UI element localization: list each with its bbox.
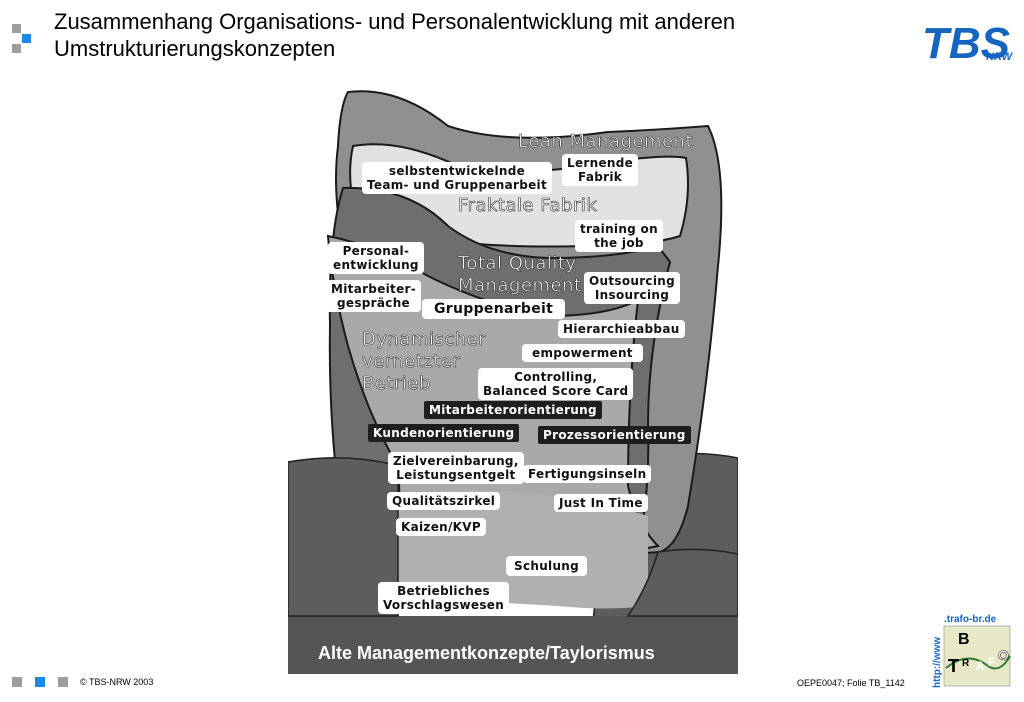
zone-dyn-line3: Betrieb <box>362 373 431 394</box>
nrw-logo-text: NRW <box>986 51 1014 63</box>
slide-title-line2: Umstrukturierungskonzepten <box>54 36 336 61</box>
label-controlling-bsc: Controlling, Balanced Score Card <box>478 368 634 400</box>
footer-slide-ref: OEPE0047; Folie TB_1142 <box>797 678 905 688</box>
label-ziel-line2: Leistungsentgelt <box>396 468 516 482</box>
footer-square-1 <box>12 677 22 687</box>
label-selbst-line2: Team- und Gruppenarbeit <box>367 178 548 192</box>
trafo-url-vertical: http://www <box>932 637 943 688</box>
trafo-br-logo: http://www .trafo-br.de B T R A F O <box>928 610 1018 690</box>
trafo-letter-t: T <box>948 656 959 676</box>
tbs-nrw-logo: TBS NRW <box>920 16 1016 68</box>
slide-title: Zusammenhang Organisations- und Personal… <box>54 8 854 62</box>
label-training-on-the-job: training on the job <box>575 220 663 252</box>
label-mitarb-line2: gespräche <box>337 296 410 310</box>
footer-copyright: © TBS-NRW 2003 <box>80 677 154 687</box>
label-qualitaetszirkel: Qualitätszirkel <box>387 492 501 510</box>
zone-tqm-line2: Management <box>458 275 582 296</box>
label-outsourcing-insourcing: Outsourcing Insourcing <box>584 272 680 304</box>
trafo-letter-b: B <box>958 631 970 648</box>
label-personalentwicklung: Personal- entwicklung <box>328 242 424 274</box>
label-lernende-line2: Fabrik <box>578 170 623 184</box>
trafo-letter-r: R <box>962 658 970 669</box>
zone-tqm-line1: Total Quality <box>458 253 577 274</box>
label-selbst-line1: selbstentwickelnde <box>388 164 526 178</box>
label-kundenorientierung: Kundenorientierung <box>368 424 520 442</box>
label-mitarbeiterorientierung: Mitarbeiterorientierung <box>424 401 602 419</box>
label-ziel-line1: Zielvereinbarung, <box>393 454 519 468</box>
label-betrieb-line2: Vorschlagswesen <box>383 598 505 612</box>
label-betrieb-line1: Betriebliches <box>397 584 490 598</box>
label-personal-line1: Personal- <box>342 244 410 258</box>
title-bullet-icon <box>12 24 36 54</box>
label-training-line1: training on <box>580 222 658 236</box>
label-hierarchieabbau: Hierarchieabbau <box>558 320 685 338</box>
trafo-letter-f: F <box>988 655 995 669</box>
base-bar-shape <box>288 616 738 674</box>
zone-dyn-line2: vernetzter <box>362 351 461 372</box>
label-zielvereinbarung: Zielvereinbarung, Leistungsentgelt <box>388 452 524 484</box>
tbs-logo-text: TBS <box>922 19 1010 66</box>
label-lernende-fabrik: Lernende Fabrik <box>562 154 639 186</box>
zone-dyn-line1: Dynamischer <box>362 329 487 350</box>
label-personal-line2: entwicklung <box>333 258 419 272</box>
label-controlling-line1: Controlling, <box>514 370 598 384</box>
trafo-letter-a: A <box>976 659 985 673</box>
zone-alte-managementkonzepte: Alte Managementkonzepte/Taylorismus <box>318 643 655 663</box>
label-gruppenarbeit: Gruppenarbeit <box>422 299 566 319</box>
footer-square-3 <box>58 677 68 687</box>
zone-lean-management: Lean Management <box>518 131 694 152</box>
label-outsourcing-line1: Outsourcing <box>589 274 675 288</box>
label-selbstentwickelnde-team: selbstentwickelnde Team- und Gruppenarbe… <box>362 162 553 194</box>
label-lernende-line1: Lernende <box>567 156 634 170</box>
label-prozessorientierung: Prozessorientierung <box>538 426 691 444</box>
label-fertigungsinseln: Fertigungsinseln <box>523 465 652 483</box>
trafo-letter-o: O <box>998 647 1009 663</box>
label-controlling-line2: Balanced Score Card <box>483 384 629 398</box>
label-kaizen-kvp: Kaizen/KVP <box>396 518 486 536</box>
label-mitarbeitergespraeche: Mitarbeiter- gespräche <box>326 280 422 312</box>
trafo-url-top: .trafo-br.de <box>944 614 997 625</box>
label-just-in-time: Just In Time <box>554 494 648 512</box>
ground-overlap-shape <box>288 457 399 617</box>
label-schulung: Schulung <box>506 556 588 576</box>
label-outsourcing-line2: Insourcing <box>594 288 670 302</box>
footer-square-2 <box>35 677 45 687</box>
label-betriebliches-vorschlagswesen: Betriebliches Vorschlagswesen <box>378 582 510 614</box>
label-empowerment: empowerment <box>522 344 643 362</box>
ground-overlap-right-shape <box>626 548 738 617</box>
label-training-line2: the job <box>594 236 644 250</box>
slide-title-line1: Zusammenhang Organisations- und Personal… <box>54 9 736 34</box>
zone-fraktale-fabrik: Fraktale Fabrik <box>458 195 598 216</box>
label-mitarb-line1: Mitarbeiter- <box>331 282 417 296</box>
